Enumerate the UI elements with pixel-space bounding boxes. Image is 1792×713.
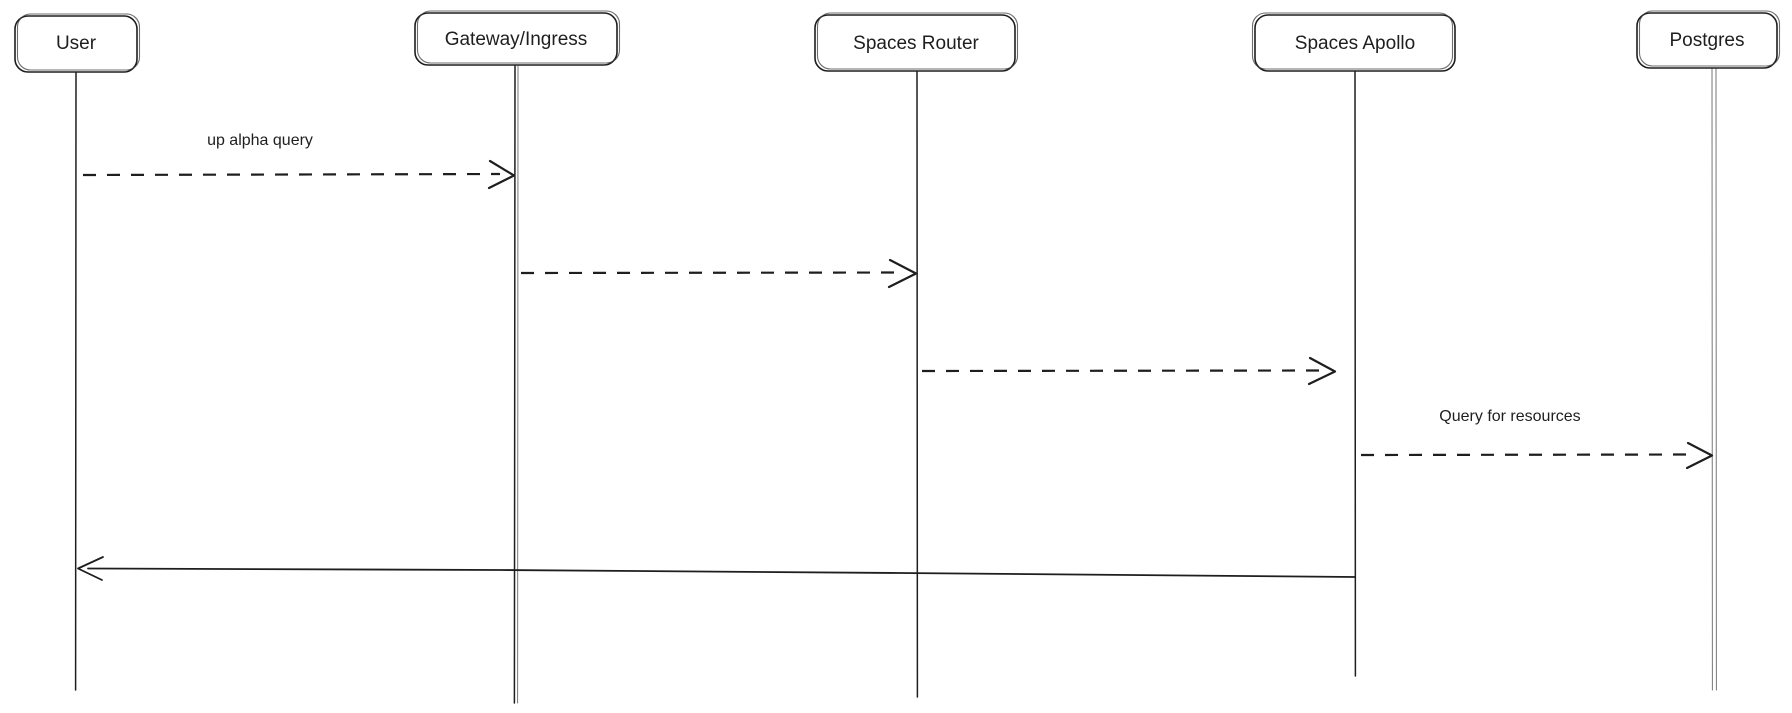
actor-box[interactable]: [1254, 14, 1456, 72]
message-line: [87, 567, 1356, 578]
actor-spaces-apollo[interactable]: Spaces Apollo: [1251, 12, 1456, 72]
actor-box[interactable]: [1636, 12, 1778, 69]
message-label: Query for resources: [1439, 408, 1580, 425]
actor-label: Spaces Apollo: [1295, 33, 1415, 54]
lifelines-group: [74, 65, 1717, 704]
message-line: [82, 172, 501, 177]
arrowhead-icon: [487, 159, 516, 190]
message-line: [921, 369, 1323, 373]
message-up-alpha-query: up alpha query: [82, 132, 516, 190]
message-query-for-resources: Query for resources: [1360, 408, 1714, 470]
actor-box-sketch-stroke: [1638, 10, 1781, 67]
arrowhead-icon: [1685, 441, 1714, 470]
actor-label: User: [56, 33, 97, 54]
actor-label: Spaces Router: [853, 33, 979, 54]
arrowhead-icon: [1307, 356, 1337, 386]
message-line: [520, 271, 904, 275]
message-router-to-apollo: [921, 356, 1337, 386]
actor-box[interactable]: [14, 15, 138, 73]
lifeline-gateway: [513, 65, 519, 704]
actor-box-sketch-stroke: [16, 13, 141, 71]
message-line: [1360, 453, 1698, 457]
actor-box-sketch-stroke: [416, 10, 621, 64]
actor-postgres[interactable]: Postgres: [1636, 10, 1781, 69]
message-gateway-to-router: [520, 258, 918, 289]
arrowhead-icon: [887, 258, 918, 289]
actor-boxes-group: User Gateway/Ingress Spaces Router Space…: [14, 10, 1781, 73]
actor-label: Gateway/Ingress: [445, 29, 588, 50]
actor-user[interactable]: User: [14, 13, 141, 73]
arrowhead-icon: [77, 556, 104, 581]
lifeline-postgres: [1711, 67, 1717, 691]
actor-box[interactable]: [814, 14, 1016, 72]
actor-box-sketch-stroke: [1251, 12, 1454, 70]
actor-box[interactable]: [414, 12, 618, 66]
actor-spaces-router[interactable]: Spaces Router: [814, 12, 1019, 72]
message-return-to-user: [77, 556, 1356, 581]
actor-label: Postgres: [1670, 30, 1745, 51]
actor-box-sketch-stroke: [816, 12, 1019, 70]
message-label: up alpha query: [207, 132, 313, 149]
actor-gateway[interactable]: Gateway/Ingress: [414, 10, 621, 66]
